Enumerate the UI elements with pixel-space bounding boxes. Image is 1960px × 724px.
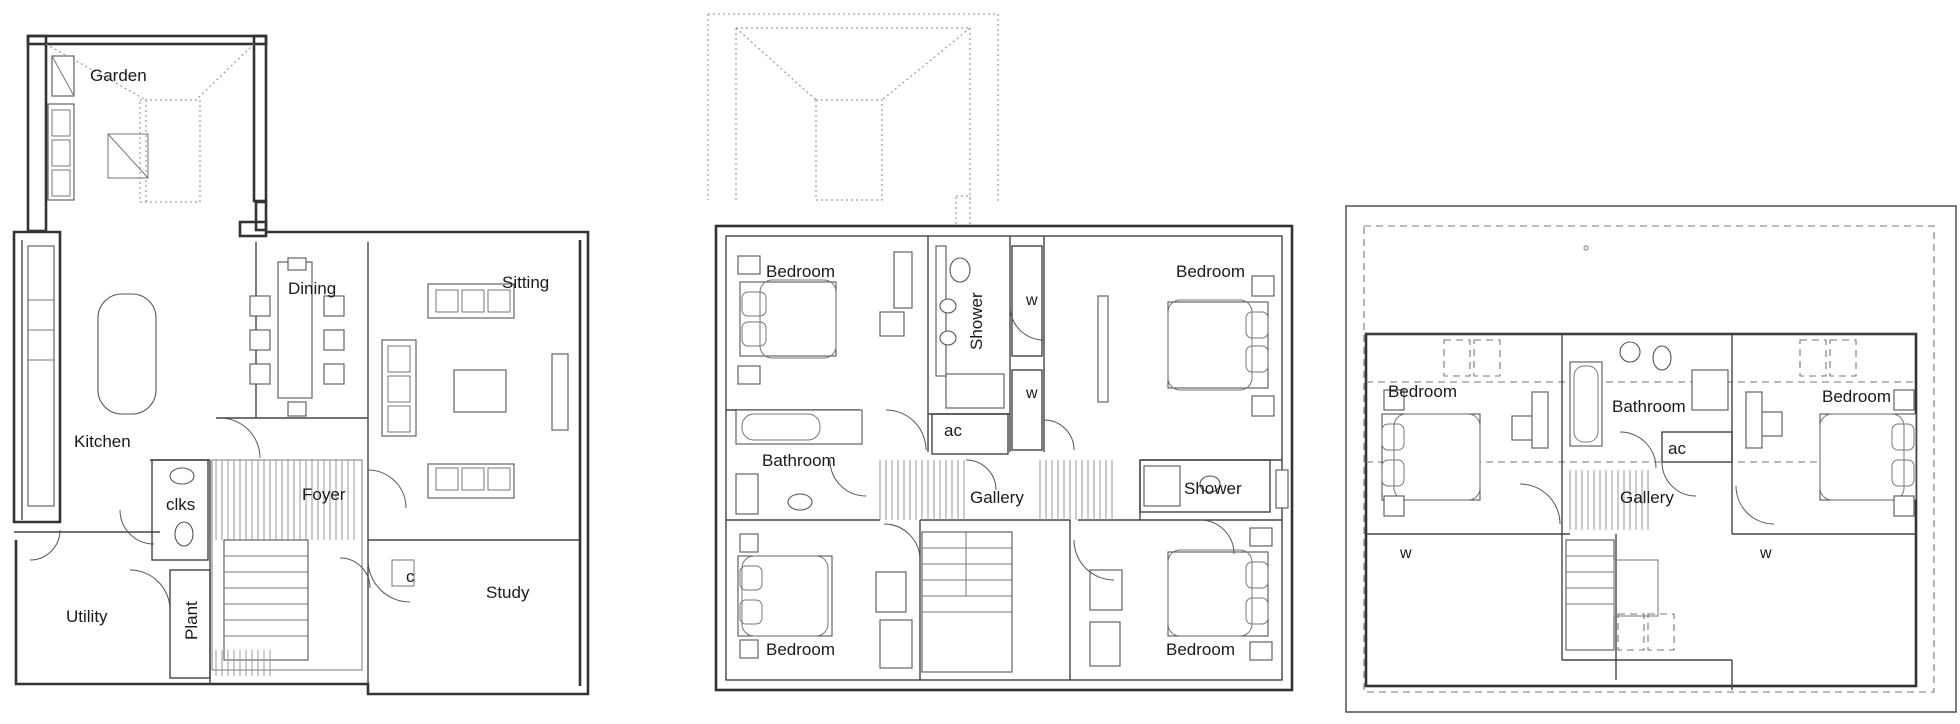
second-floor-gallery-hatch [1569,470,1649,530]
bed-se [1167,549,1269,637]
label-ff-shower-e: Shower [1184,479,1242,498]
bed-w [1381,413,1481,501]
label-c: c [406,567,415,586]
label-ff-gallery: Gallery [970,488,1024,507]
label-ff-bedroom-ne: Bedroom [1176,262,1245,281]
bed-ne [1167,299,1269,391]
label-study: Study [486,583,530,602]
garden-canopy [26,34,268,238]
label-sf-gallery: Gallery [1620,488,1674,507]
label-ff-bedroom-nw: Bedroom [766,262,835,281]
label-sf-w-right: w [1759,545,1772,562]
label-sf-w-left: w [1399,545,1412,562]
bed-e [1819,413,1917,501]
foyer-stairs [211,459,363,676]
ground-floor-plan [12,34,590,696]
label-utility: Utility [66,607,108,626]
room-labels: Garden Dining Sitting Kitchen clks Foyer… [66,66,1891,659]
label-sf-bathroom: Bathroom [1612,397,1686,416]
label-ff-bedroom-sw: Bedroom [766,640,835,659]
bed-nw [739,279,837,359]
label-plant: Plant [182,601,201,640]
label-ff-ac: ac [944,421,962,440]
label-clks: clks [166,495,195,514]
label-sitting: Sitting [502,273,549,292]
bed-sw [737,555,833,637]
label-ff-w-1: w [1025,292,1038,309]
label-foyer: Foyer [302,485,346,504]
label-ff-w-2: w [1025,385,1038,402]
first-floor-gallery-hatch [879,460,1113,520]
label-kitchen: Kitchen [74,432,131,451]
first-floor-plan [707,13,1294,692]
label-garden: Garden [90,66,147,85]
label-dining: Dining [288,279,336,298]
label-sf-bedroom-w: Bedroom [1388,382,1457,401]
label-sf-ac: ac [1668,439,1686,458]
label-ff-bedroom-se: Bedroom [1166,640,1235,659]
label-ff-bathroom: Bathroom [762,451,836,470]
second-floor-plan [1345,205,1957,713]
label-sf-bedroom-e: Bedroom [1822,387,1891,406]
label-ff-shower-n: Shower [967,292,986,350]
